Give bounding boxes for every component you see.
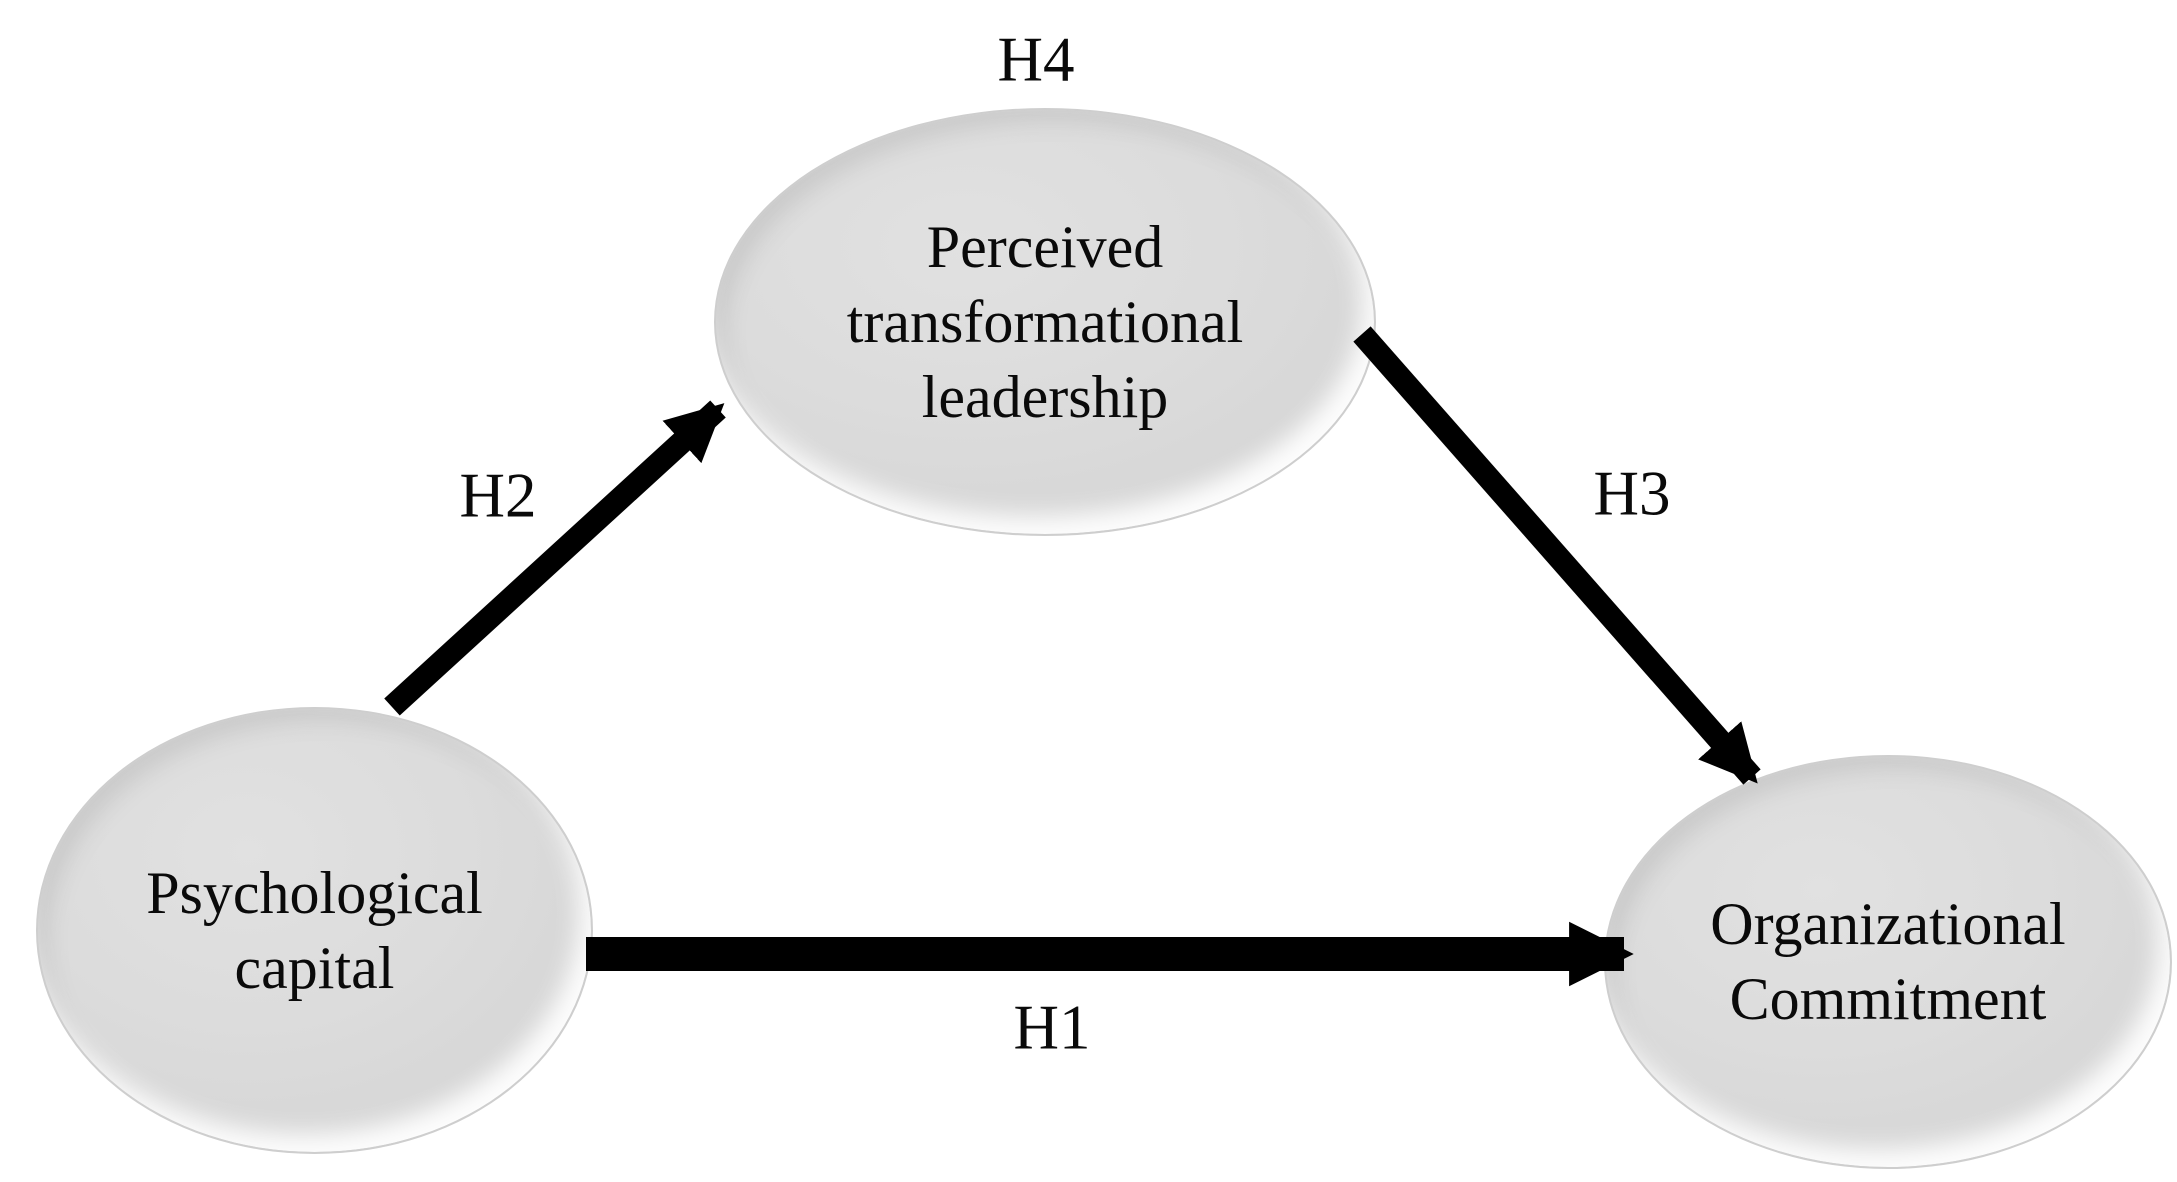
node-psychological-capital: Psychological capital <box>36 707 593 1154</box>
node-organizational-commitment-label: Organizational Commitment <box>1710 891 2066 1032</box>
arrow-h3 <box>1353 326 1761 785</box>
node-perceived-transformational-leadership-label: Perceived transformational leadership <box>846 213 1244 430</box>
node-perceived-transformational-leadership: Perceived transformational leadership <box>714 108 1376 536</box>
label-h4: H4 <box>997 24 1075 95</box>
label-h2: H2 <box>459 460 537 531</box>
node-organizational-commitment: Organizational Commitment <box>1604 755 2172 1169</box>
arrow-h2 <box>384 400 726 716</box>
label-h3: H3 <box>1593 458 1671 529</box>
node-psychological-capital-label: Psychological capital <box>146 859 483 1001</box>
label-h1: H1 <box>1013 992 1091 1063</box>
